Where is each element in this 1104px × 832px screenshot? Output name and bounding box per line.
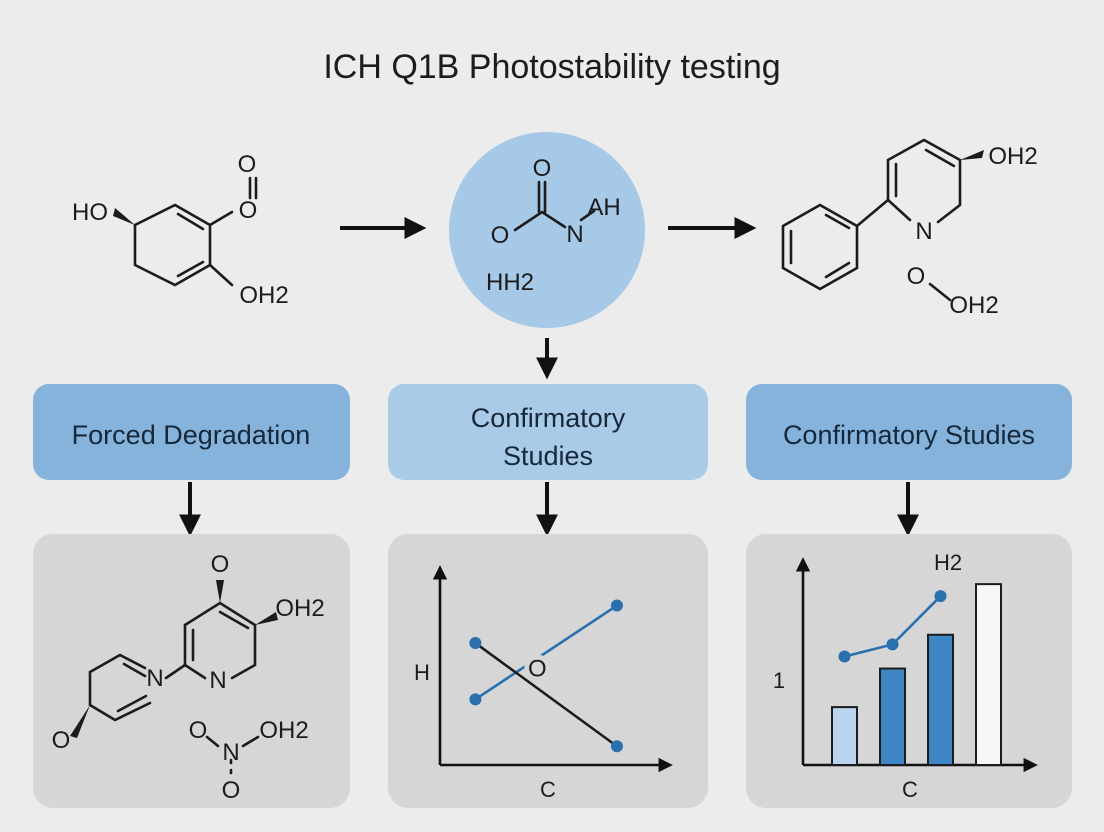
chart-annotation: H2 <box>934 550 962 575</box>
molecule-top-center: O O AH N HH2 <box>449 132 645 328</box>
line-chart: H C O <box>414 565 673 802</box>
atom-label: O <box>189 717 208 744</box>
atom-label: OH2 <box>239 282 288 309</box>
center-marker-bg <box>524 654 551 681</box>
series-line-2 <box>474 641 618 748</box>
atom-label: N <box>209 667 226 694</box>
atom-label: O <box>211 551 230 578</box>
wedge-bond <box>255 612 278 625</box>
stage-confirmatory-right: Confirmatory Studies <box>746 384 1072 480</box>
data-point <box>469 637 482 650</box>
atom-label: N <box>915 218 932 245</box>
atom-label: O <box>238 151 257 178</box>
panel-molecule <box>33 534 350 808</box>
wedge-bond <box>960 150 984 160</box>
atom-label: O <box>239 197 258 224</box>
atom-label: N <box>566 221 583 248</box>
bar <box>831 706 858 767</box>
series-line-1 <box>474 604 618 701</box>
atom-label: O <box>491 222 510 249</box>
atom-label: O <box>52 727 71 754</box>
x-axis-label: C <box>902 777 918 802</box>
atom-label: OH2 <box>275 595 324 622</box>
atom-label: O <box>222 777 241 804</box>
molecule-bottom-left: O OH2 N N O O N OH2 O <box>52 551 325 804</box>
data-point <box>610 599 623 612</box>
x-axis-label: C <box>540 777 556 802</box>
atom-label: AH <box>587 194 620 221</box>
stage-forced-degradation: Forced Degradation <box>33 384 350 480</box>
y-axis-label: H <box>414 660 430 685</box>
atom-label: N <box>146 665 163 692</box>
center-circle <box>449 132 645 328</box>
stage-box <box>388 384 708 480</box>
y-tick-label: 1 <box>773 668 785 693</box>
center-marker-label: O <box>528 655 547 682</box>
stage-label-line-2: Studies <box>503 441 593 471</box>
data-point <box>610 740 623 753</box>
bar <box>927 633 954 766</box>
bar-chart: 1 C H2 <box>773 550 1038 802</box>
bar <box>975 583 1002 767</box>
data-point <box>469 693 482 706</box>
stage-box <box>33 384 350 480</box>
atom-label: OH2 <box>988 143 1037 170</box>
stage-confirmatory-center: Confirmatory Studies <box>388 384 708 480</box>
wedge-bond <box>70 705 90 738</box>
molecule-top-right: OH2 N O OH2 <box>781 138 1038 319</box>
wedge-bond <box>216 580 224 603</box>
atom-label: OH2 <box>259 717 308 744</box>
atom-label: HO <box>72 199 108 226</box>
molecule-top-left: O O HO OH2 <box>72 151 289 309</box>
atom-label: O <box>907 263 926 290</box>
atom-label: HH2 <box>486 269 534 296</box>
data-point <box>934 590 947 603</box>
atom-label: N <box>222 739 239 766</box>
diagram-title: ICH Q1B Photostability testing <box>323 48 780 86</box>
atom-label: O <box>533 155 552 182</box>
data-point <box>838 650 851 663</box>
bar <box>879 667 906 767</box>
stage-label: Confirmatory Studies <box>783 420 1035 450</box>
panel-bar-chart <box>746 534 1072 808</box>
wedge-bond <box>113 208 135 225</box>
atom-label: OH2 <box>949 292 998 319</box>
stage-label-line-1: Confirmatory <box>471 403 626 433</box>
stage-label: Forced Degradation <box>72 420 311 450</box>
data-point <box>886 638 899 651</box>
stage-box <box>746 384 1072 480</box>
